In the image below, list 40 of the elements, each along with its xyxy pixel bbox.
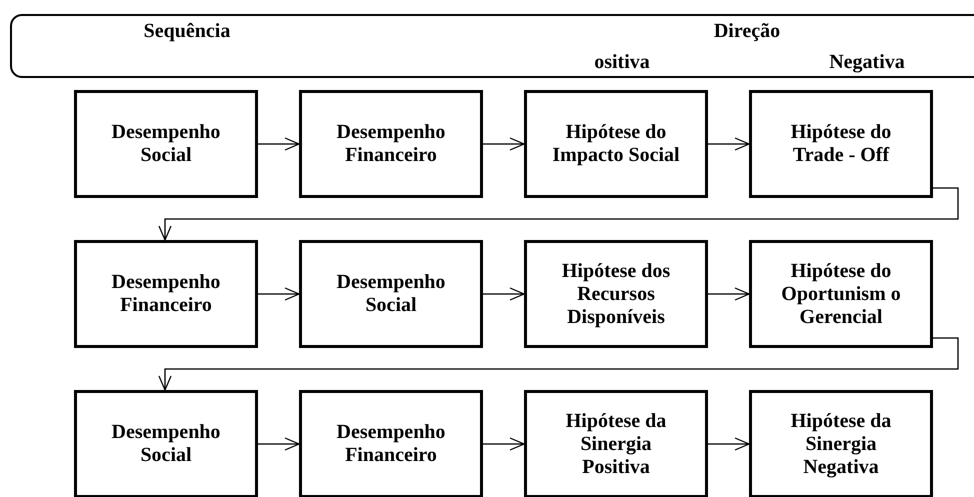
box-label: Desempenho Financeiro xyxy=(336,421,446,467)
box-label: Hipótese do Oportunism o Gerencial xyxy=(780,260,902,328)
process-box xyxy=(74,240,258,348)
process-box xyxy=(524,390,708,497)
arrow xyxy=(258,287,300,301)
header-band xyxy=(10,14,974,78)
arrow xyxy=(158,337,959,391)
arrow xyxy=(158,187,959,241)
process-box xyxy=(524,240,708,348)
arrow xyxy=(483,137,525,151)
process-box xyxy=(524,90,708,198)
process-box xyxy=(299,390,483,497)
box-label: Hipótese da Sinergia Positiva xyxy=(564,410,668,478)
box-label: Hipótese do Trade - Off xyxy=(790,121,892,167)
arrow xyxy=(258,437,300,451)
arrow xyxy=(708,437,750,451)
box-label: Desempenho Financeiro xyxy=(110,271,222,317)
arrow xyxy=(708,287,750,301)
process-box xyxy=(749,390,933,497)
process-box xyxy=(299,240,483,348)
box-label: Hipótese dos Recursos Disponíveis xyxy=(560,260,672,328)
process-box xyxy=(749,240,933,348)
box-label: Desempenho Social xyxy=(110,421,222,467)
process-box xyxy=(74,90,258,198)
column-heading: Negativa xyxy=(828,51,906,73)
process-box xyxy=(299,90,483,198)
box-label: Desempenho Social xyxy=(336,271,446,317)
arrow xyxy=(708,137,750,151)
box-label: Hipótese da Sinergia Negativa xyxy=(790,410,892,478)
column-heading: Sequência xyxy=(142,20,232,42)
process-box xyxy=(74,390,258,497)
arrow xyxy=(483,437,525,451)
box-label: Desempenho Social xyxy=(110,121,222,167)
column-heading: Direção xyxy=(712,20,782,42)
column-heading: ositiva xyxy=(593,51,651,73)
arrow xyxy=(483,287,525,301)
process-box xyxy=(749,90,933,198)
box-label: Hipótese do Impacto Social xyxy=(551,121,681,167)
box-label: Desempenho Financeiro xyxy=(336,121,446,167)
arrow xyxy=(258,137,300,151)
